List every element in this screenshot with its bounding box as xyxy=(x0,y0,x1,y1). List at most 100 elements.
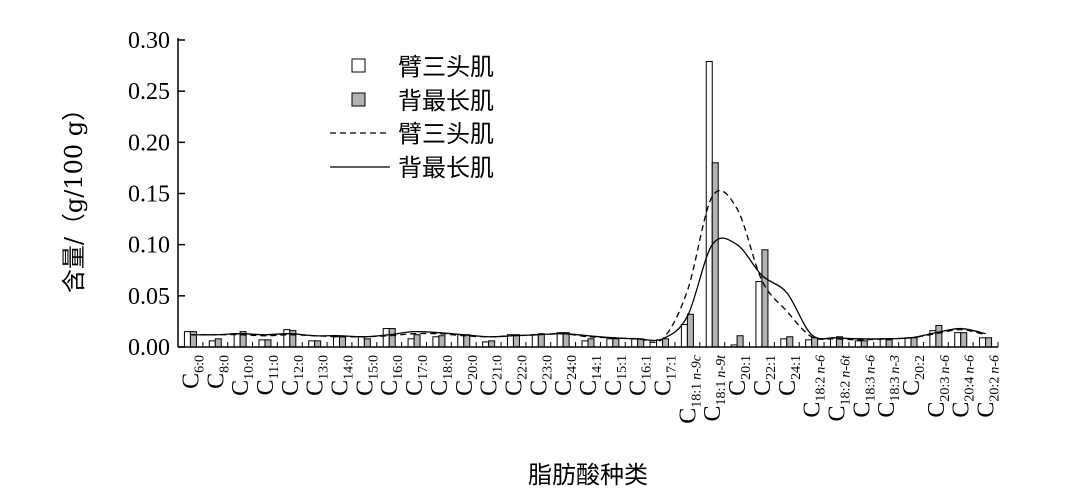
x-tick-label-subscript: 6:0 xyxy=(192,355,207,373)
x-tick-label-19: C17:1 xyxy=(651,355,680,396)
legend-label-2: 臂三头肌 xyxy=(398,120,494,148)
bar-triceps-25 xyxy=(805,339,813,348)
bar-longissimus-31 xyxy=(960,332,968,348)
y-tick-label-6: 0.30 xyxy=(128,28,170,54)
bar-triceps-20 xyxy=(680,323,688,348)
x-tick-label-suffix: n-6t xyxy=(838,354,853,378)
x-tick-label-8: C16:0 xyxy=(377,355,406,396)
x-tick-label-subscript: 18:1 xyxy=(689,383,704,408)
x-tick-label-subscript: 20:0 xyxy=(466,355,481,380)
x-tick-label-23: C22:1 xyxy=(750,355,779,396)
x-tick-label-10: C18:0 xyxy=(427,355,456,396)
bar-triceps-0 xyxy=(183,331,191,348)
x-tick-label-subscript: 16:0 xyxy=(391,355,406,380)
bar-triceps-10 xyxy=(432,336,440,348)
x-tick-label-subscript: 20:2 xyxy=(913,355,928,380)
bar-triceps-3 xyxy=(258,339,266,348)
bar-triceps-24 xyxy=(780,338,788,348)
x-tick-label-subscript: 8:0 xyxy=(217,355,232,373)
bar-longissimus-23 xyxy=(761,249,769,348)
x-tick-label-base: C xyxy=(328,380,354,396)
x-tick-label-1: C8:0 xyxy=(203,355,232,389)
x-tick-label-suffix: n-6 xyxy=(863,355,878,374)
bar-longissimus-14 xyxy=(537,333,545,348)
x-tick-label-22: C20:1 xyxy=(725,355,754,396)
x-tick-label-subscript: 18:2 xyxy=(838,381,853,406)
x-tick-label-subscript: 18:0 xyxy=(441,355,456,380)
bar-longissimus-21 xyxy=(711,162,719,348)
x-tick-label-base: C xyxy=(228,380,254,396)
bar-longissimus-11 xyxy=(463,334,471,348)
bar-longissimus-10 xyxy=(438,335,446,348)
bar-longissimus-0 xyxy=(189,331,197,348)
bar-triceps-11 xyxy=(457,334,465,348)
bar-triceps-6 xyxy=(333,336,341,348)
x-tick-label-base: C xyxy=(899,380,925,396)
x-tick-label-28: C18:3n-3 xyxy=(874,355,903,418)
bar-triceps-21 xyxy=(705,60,713,348)
x-tick-label-base: C xyxy=(278,380,304,396)
bar-longissimus-6 xyxy=(339,336,347,348)
y-axis-title: 含量/（g/100 g） xyxy=(60,97,88,293)
x-tick-label-base: C xyxy=(874,402,900,418)
x-tick-label-subscript: 18:2 xyxy=(814,377,829,402)
x-tick-label-base: C xyxy=(303,380,329,396)
x-tick-label-9: C17:0 xyxy=(402,355,431,396)
x-tick-label-29: C20:2 xyxy=(899,355,928,396)
x-tick-label-base: C xyxy=(402,380,428,396)
x-tick-label-base: C xyxy=(601,380,627,396)
bar-triceps-14 xyxy=(531,334,539,348)
legend-label-1: 背最长肌 xyxy=(398,87,494,115)
x-tick-label-base: C xyxy=(501,380,527,396)
bar-longissimus-13 xyxy=(512,334,520,348)
bar-triceps-31 xyxy=(954,332,962,348)
x-tick-label-subscript: 23:0 xyxy=(540,355,555,380)
bar-triceps-8 xyxy=(382,328,390,348)
x-tick-label-base: C xyxy=(526,380,552,396)
x-tick-label-17: C15:1 xyxy=(601,355,630,396)
x-tick-label-suffix: n-6 xyxy=(814,355,829,374)
x-tick-label-25: C18:2n-6 xyxy=(800,355,829,418)
legend-label-0: 臂三头肌 xyxy=(398,53,494,81)
bar-triceps-32 xyxy=(979,337,987,348)
x-tick-label-21: C18:1n-9t xyxy=(700,354,729,422)
x-tick-label-subscript: 13:0 xyxy=(317,355,332,380)
y-tick-label-2: 0.10 xyxy=(128,233,170,259)
x-tick-label-base: C xyxy=(924,402,950,418)
x-tick-label-base: C xyxy=(452,380,478,396)
bar-triceps-12 xyxy=(482,341,490,348)
x-tick-label-base: C xyxy=(750,380,776,396)
bar-triceps-2 xyxy=(233,333,241,348)
x-tick-label-13: C22:0 xyxy=(501,355,530,396)
x-tick-label-suffix: n-6 xyxy=(938,355,953,374)
x-tick-label-16: C14:1 xyxy=(576,355,605,396)
x-tick-label-suffix: n-9t xyxy=(714,354,729,378)
x-tick-label-base: C xyxy=(949,402,975,418)
plot-area xyxy=(183,60,993,348)
x-tick-label-base: C xyxy=(700,405,726,421)
bar-longissimus-32 xyxy=(985,337,993,348)
x-tick-label-31: C20:4n-6 xyxy=(949,355,978,418)
bar-longissimus-7 xyxy=(363,338,371,348)
x-tick-label-5: C13:0 xyxy=(303,355,332,396)
x-tick-label-suffix: n-6 xyxy=(963,355,978,374)
bar-longissimus-8 xyxy=(388,328,396,348)
y-tick-label-5: 0.25 xyxy=(128,79,170,105)
x-tick-label-base: C xyxy=(178,373,204,389)
x-tick-label-14: C23:0 xyxy=(526,355,555,396)
x-tick-label-subscript: 24:0 xyxy=(565,355,580,380)
y-tick-label-4: 0.20 xyxy=(128,130,170,156)
x-tick-label-15: C24:0 xyxy=(551,355,580,396)
bar-triceps-15 xyxy=(556,332,564,348)
x-tick-label-12: C21:0 xyxy=(477,355,506,396)
x-tick-label-24: C24:1 xyxy=(775,355,804,396)
x-tick-label-base: C xyxy=(352,380,378,396)
bar-longissimus-30 xyxy=(935,325,943,348)
bar-longissimus-5 xyxy=(314,340,322,348)
x-tick-label-subscript: 10:0 xyxy=(242,355,257,380)
x-tick-label-6: C14:0 xyxy=(328,355,357,396)
x-tick-label-base: C xyxy=(626,380,652,396)
x-tick-label-subscript: 18:3 xyxy=(888,377,903,402)
x-tick-label-base: C xyxy=(203,373,229,389)
